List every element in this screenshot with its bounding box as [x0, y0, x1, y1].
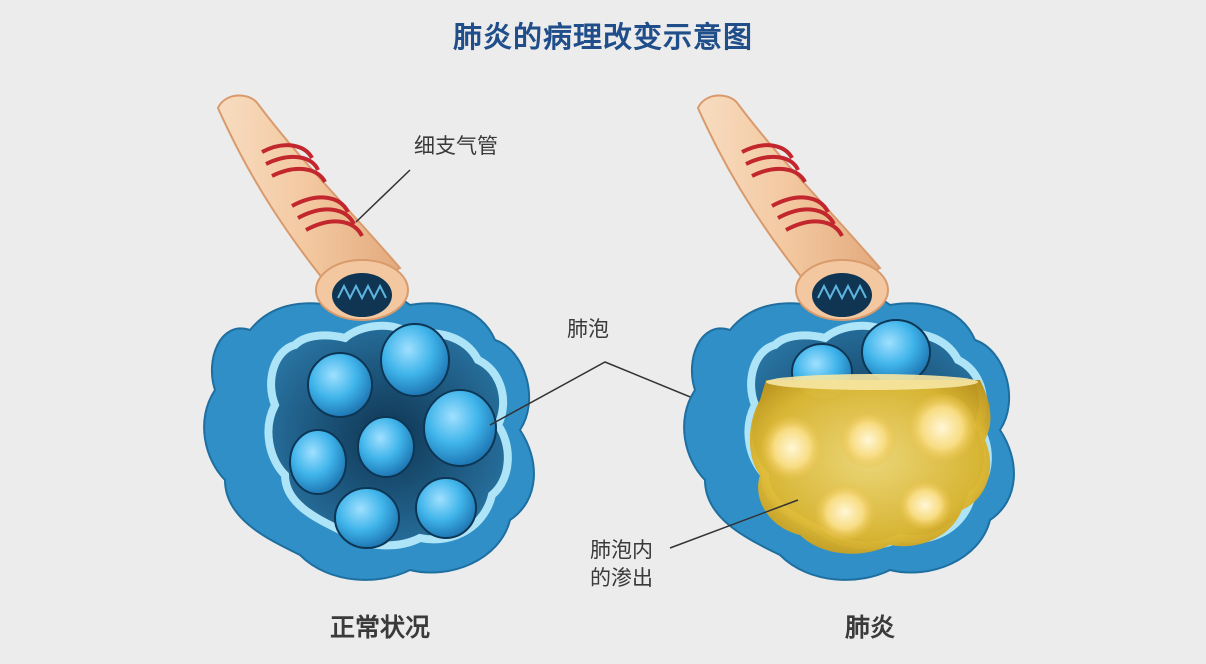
pneumonia-alveolus-illustration	[669, 94, 1015, 581]
normal-alveolar-sacs	[289, 323, 497, 549]
pneumonia-caption: 肺炎	[844, 613, 895, 642]
normal-bronchiole-opening	[315, 259, 409, 321]
exudate-label-line1: 肺泡内	[590, 538, 653, 562]
normal-alveolus-illustration	[203, 94, 723, 581]
fluid-surface	[766, 374, 978, 390]
bronchiole-label: 细支气管	[414, 134, 498, 158]
exudate-leader-line	[669, 499, 799, 549]
normal-bronchiole-leader-line	[355, 169, 411, 223]
alveolus-label: 肺泡	[567, 317, 609, 341]
pneumonia-muscle-bands	[741, 143, 844, 238]
normal-muscle-bands	[261, 143, 364, 238]
alveolus-leader-line	[489, 361, 723, 426]
pneumonia-bronchiole-opening	[795, 259, 889, 321]
normal-caption: 正常状况	[329, 613, 430, 642]
page-title: 肺炎的病理改变示意图	[452, 20, 753, 54]
pneumonia-fluid-filled-sacs	[762, 394, 976, 540]
exudate-label-line2: 的渗出	[590, 566, 653, 590]
